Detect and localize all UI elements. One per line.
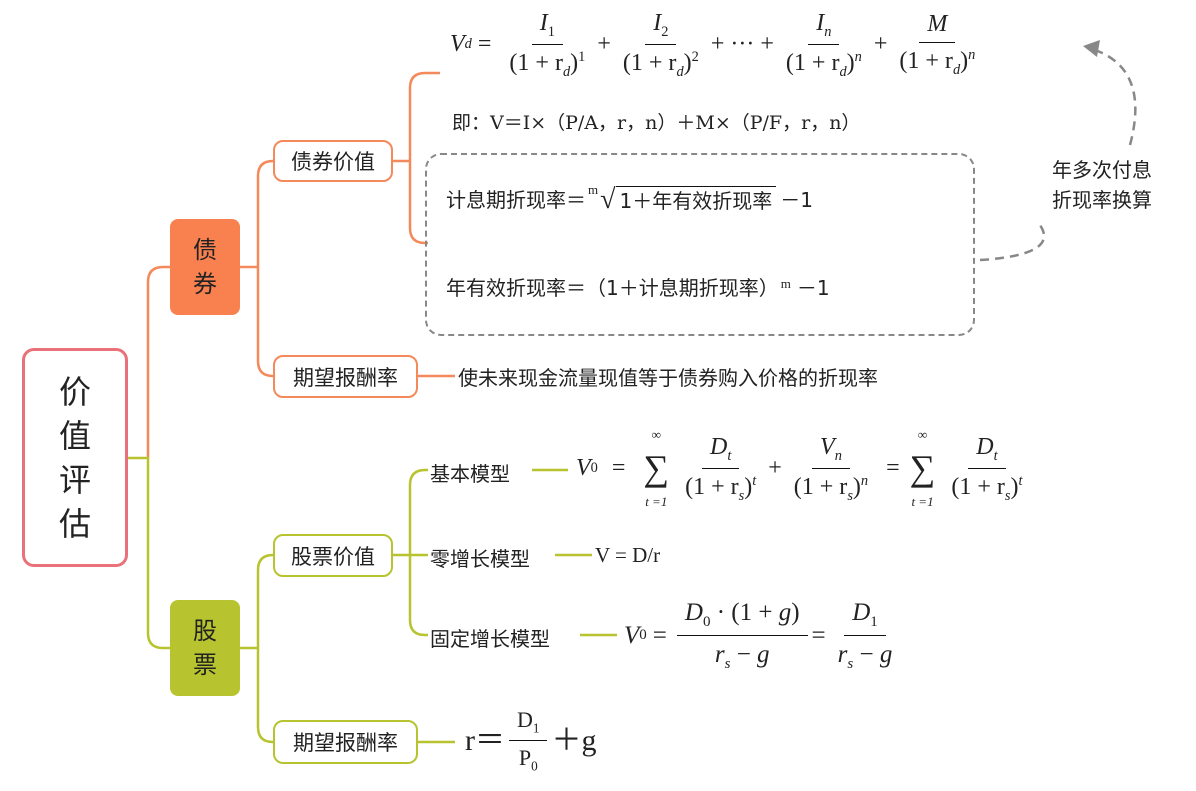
- term-n: In(1 + rd)n: [785, 10, 862, 80]
- term-m: M(1 + rd)n: [899, 11, 976, 79]
- zero-growth-formula: V = D/r: [595, 543, 661, 567]
- rate-conversion-box: [425, 153, 975, 336]
- term-2: I2(1 + rd)2: [622, 10, 699, 80]
- stock-return-node[interactable]: 期望报酬率: [273, 720, 418, 764]
- bond-value-node[interactable]: 债券价值: [273, 140, 393, 182]
- constant-growth-label: 固定增长模型: [430, 627, 550, 651]
- term-1: I1(1 + rd)1: [509, 10, 586, 80]
- bond-value-annuity-formula: 即：V＝I×（P/A，r，n）＋M×（P/F，r，n）: [452, 112, 861, 134]
- annual-rate-formula: 年有效折现率＝（1＋计息期折现率） m －1: [446, 276, 830, 300]
- bond-node[interactable]: 债 券: [170, 219, 240, 315]
- arrowhead-icon: [1083, 40, 1100, 57]
- zero-growth-label: 零增长模型: [430, 547, 530, 571]
- root-node[interactable]: 价 值 评 估: [22, 348, 128, 567]
- stock-value-node[interactable]: 股票价值: [273, 534, 393, 577]
- bond-return-desc: 使未来现金流量现值等于债券购入价格的折现率: [458, 366, 878, 390]
- bond-return-node[interactable]: 期望报酬率: [273, 355, 418, 398]
- stock-node[interactable]: 股 票: [170, 600, 240, 696]
- conversion-note: 年多次付息 折现率换算: [1052, 158, 1152, 212]
- basic-model-label: 基本模型: [430, 462, 510, 486]
- conversion-arrow: [979, 48, 1137, 262]
- period-rate-formula: 计息期折现率＝ m √1＋年有效折现率 －1: [446, 182, 813, 215]
